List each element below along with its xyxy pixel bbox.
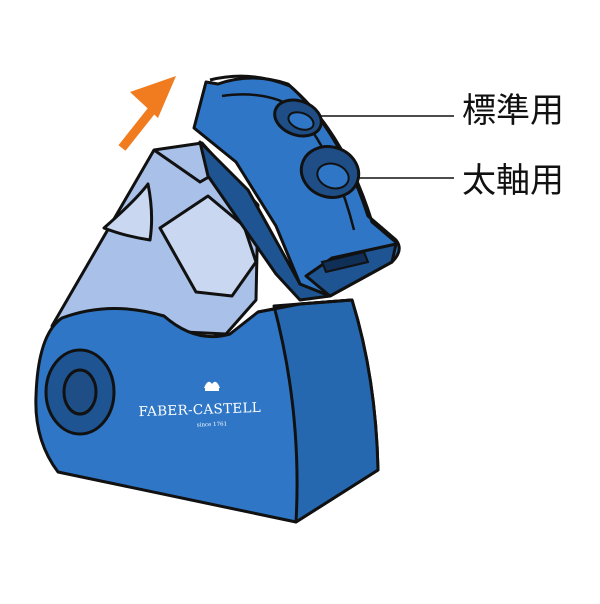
thick-hole-depth (316, 162, 350, 190)
sharpener-lid-side (198, 140, 332, 302)
lid-slot (320, 250, 370, 274)
faber-castell-crest-icon (204, 381, 220, 391)
standard-hole-depth (287, 111, 315, 131)
arrow-up-right-icon (118, 76, 176, 151)
brand-logo: FABER-CASTELL since 1761 (138, 381, 261, 429)
housing-facet (102, 182, 154, 242)
brand-logo-tagline: since 1761 (197, 421, 227, 428)
body-right-face (272, 298, 380, 524)
lid-top-edge (209, 74, 399, 246)
brand-logo-text: FABER-CASTELL (138, 400, 261, 420)
thick-hole-label: 太軸用 (462, 161, 564, 201)
body-side-hole-inner (62, 368, 98, 416)
housing-inner-plate (158, 194, 258, 298)
body-top-lip (257, 298, 353, 314)
standard-hole-label: 標準用 (462, 91, 564, 131)
